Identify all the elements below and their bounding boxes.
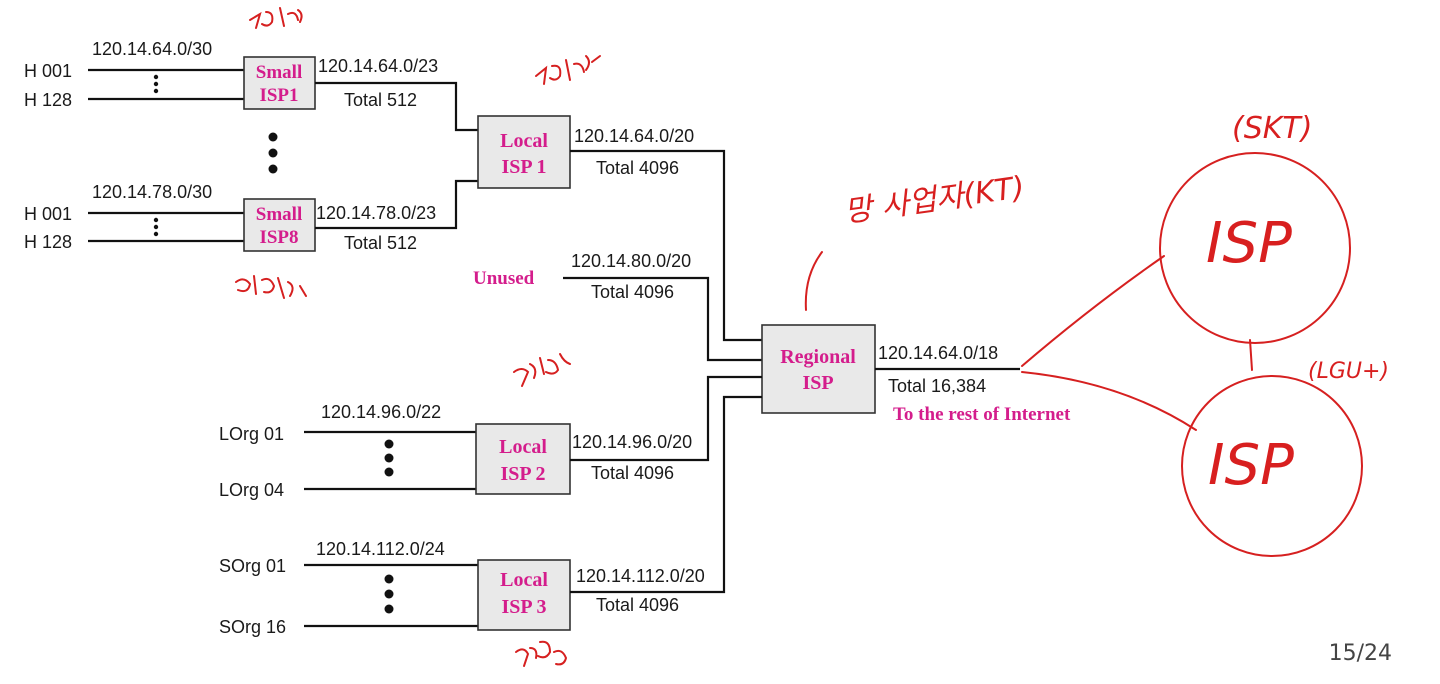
lorg-first: LOrg 01 [219,424,284,444]
wire-small-isp1-local-isp1 [315,81,478,132]
local-isp2-line2: ISP 2 [500,463,545,485]
ellipsis-dot [384,467,394,477]
small-isp1-block: 120.14.64.0/23 [318,56,438,76]
isp-circle-bottom [1181,375,1363,557]
host-mid-first: H 001 [24,204,72,224]
ellipsis-dot [268,132,278,142]
isp-circle-top [1159,152,1351,344]
ellipsis-dot [384,574,394,584]
handwriting-scribble [535,55,601,85]
sorg-block: 120.14.112.0/24 [316,539,445,559]
ellipsis-dot [384,604,394,614]
unused-label: Unused [473,268,535,289]
wire-unused-regional [563,276,762,362]
host-top-first: H 001 [24,61,72,81]
ellipsis-dot [384,439,394,449]
wire-local-isp2-regional [570,375,762,462]
isp-top-tag: (SKT) [1232,111,1312,146]
local-isp2-box [475,423,571,495]
host-top-block: 120.14.64.0/30 [92,39,212,59]
ellipsis-dot [153,231,159,237]
wire-local-isp3-regional [570,395,762,594]
local-isp3-total: Total 4096 [596,595,679,615]
host-mid-block: 120.14.78.0/30 [92,182,212,202]
link-to-top-isp [1021,255,1165,367]
lorg-last: LOrg 04 [219,480,284,500]
sorg-last: SOrg 16 [219,617,286,637]
handwriting-scribble [515,640,568,667]
small-isp8-block: 120.14.78.0/23 [316,203,436,223]
lorg-block: 120.14.96.0/22 [321,402,441,422]
isp-link [1249,339,1253,371]
handwriting-scribble [513,353,571,387]
link-to-bottom-isp [1021,371,1197,431]
local-isp1-total: Total 4096 [596,158,679,178]
handwriting-scribble [249,7,303,29]
local-isp1-line1: Local [500,130,548,152]
local-isp2-block: 120.14.96.0/20 [572,432,692,452]
ellipsis-dot [153,217,159,223]
ellipsis-dot [268,164,278,174]
ellipsis-dot [384,589,394,599]
small-isp1-total: Total 512 [344,90,417,110]
sorg-first: SOrg 01 [219,556,286,576]
regional-isp-block: 120.14.64.0/18 [878,343,998,363]
ellipsis-dot [384,453,394,463]
wire-small-isp8-local-isp1 [315,179,478,230]
ellipsis-dot [268,148,278,158]
small-isp8-box [243,198,316,252]
small-isp8-line2: ISP8 [259,227,298,248]
ellipsis-dot [153,81,159,87]
local-isp3-block: 120.14.112.0/20 [576,566,705,586]
local-isp2-line1: Local [499,436,547,458]
regional-isp-out-label: To the rest of Internet [893,404,1071,425]
handwriting-bracket [804,251,823,311]
ellipsis-dot [153,88,159,94]
isp-bottom-label: ISP [1208,433,1294,498]
regional-isp-box [761,324,876,414]
ellipsis-dot [153,74,159,80]
small-isp8-line1: Small [256,204,302,225]
local-isp3-line1: Local [500,569,548,591]
host-mid-last: H 128 [24,232,72,252]
regional-isp-line1: Regional [780,346,856,368]
host-top-last: H 128 [24,90,72,110]
local-isp3-line2: ISP 3 [501,596,546,618]
regional-isp-total: Total 16,384 [888,376,986,396]
local-isp3-box [477,559,571,631]
ellipsis-dot [153,224,159,230]
handwriting-scribble [235,275,307,299]
local-isp1-line2: ISP 1 [501,156,546,178]
isp-top-label: ISP [1206,211,1292,276]
regional-isp-line2: ISP [802,372,833,394]
wire-local-isp1-regional [570,149,762,342]
handwriting-carrier: 망 사업자(KT) [842,170,1026,230]
local-isp2-total: Total 4096 [591,463,674,483]
unused-block: 120.14.80.0/20 [571,251,691,271]
small-isp8-total: Total 512 [344,233,417,253]
small-isp1-line2: ISP1 [259,85,298,106]
page-number: 15/24 [1328,641,1392,666]
unused-total: Total 4096 [591,282,674,302]
small-isp1-line1: Small [256,62,302,83]
local-isp1-block: 120.14.64.0/20 [574,126,694,146]
isp-bottom-tag: (LGU+) [1308,359,1389,384]
